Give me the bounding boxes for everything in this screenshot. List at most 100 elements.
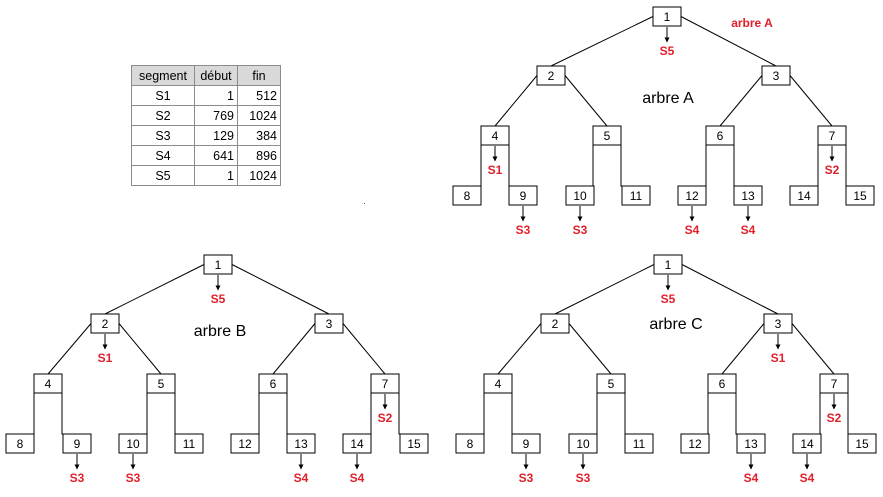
tree-edge (494, 75, 538, 127)
node-label: 5 (158, 377, 165, 391)
tree-edge (568, 323, 612, 375)
node-label: 2 (102, 317, 109, 331)
tree-edge (511, 393, 526, 435)
node-label: 14 (800, 437, 814, 451)
node-label: 7 (382, 377, 389, 391)
node-box (733, 185, 763, 206)
node-box (565, 185, 595, 206)
tree-edge (342, 323, 386, 375)
tree-edge (118, 323, 162, 375)
tree-node: 10 (568, 433, 598, 454)
tree-edge (554, 264, 655, 315)
tree-edge (789, 75, 833, 127)
node-box (792, 433, 822, 454)
node-label: 9 (520, 189, 527, 203)
segment-marker: S5 (211, 275, 226, 306)
node-label: 11 (183, 437, 196, 451)
node-label: 1 (664, 10, 671, 24)
tree-edge (583, 393, 598, 435)
stray-dot (364, 203, 365, 204)
node-box (621, 185, 651, 206)
segment-marker: S3 (126, 454, 141, 485)
tree-node: 7 (370, 373, 400, 394)
node-box (174, 433, 204, 454)
node-label: 4 (45, 377, 52, 391)
cell-debut: 1 (194, 165, 238, 186)
table-row: S5 1 1024 (131, 165, 281, 186)
tree-node: 11 (621, 185, 651, 206)
segment-marker: S2 (378, 394, 393, 425)
tree-edges (470, 264, 862, 435)
header-segment: segment (131, 65, 195, 86)
node-box (370, 373, 400, 394)
node-box (90, 313, 120, 334)
node-box (819, 373, 849, 394)
tree-corner-label: arbre A (731, 16, 773, 30)
node-box (680, 433, 710, 454)
segment-marker: S3 (70, 454, 85, 485)
tree-node: 9 (62, 433, 92, 454)
tree-node: 13 (733, 185, 763, 206)
segment-label: S3 (573, 223, 588, 237)
segment-marker: S4 (744, 454, 759, 485)
node-box (592, 125, 622, 146)
segment-label: S3 (126, 471, 141, 485)
node-box (508, 185, 538, 206)
tree-edge (61, 393, 77, 435)
tree-node: 10 (565, 185, 595, 206)
tree-edge (719, 75, 763, 127)
header-debut: début (194, 65, 238, 86)
tree-node: 14 (789, 185, 819, 206)
node-label: 8 (464, 189, 471, 203)
tree-edge (174, 393, 189, 435)
node-box (817, 125, 847, 146)
segment-label: S2 (827, 411, 842, 425)
node-box (845, 185, 875, 206)
node-box (596, 373, 626, 394)
tree-node: 7 (817, 125, 847, 146)
node-box (705, 125, 735, 146)
tree-edge (564, 75, 608, 127)
node-box (399, 433, 429, 454)
segment-marker: S4 (685, 206, 700, 237)
segment-label: S4 (741, 223, 756, 237)
node-box (652, 6, 682, 27)
tree-edge (398, 393, 414, 435)
tree-node: 8 (452, 185, 482, 206)
node-box (653, 254, 683, 275)
table-row: S2 769 1024 (131, 105, 281, 126)
tree-node: 15 (399, 433, 429, 454)
node-box (5, 433, 35, 454)
node-label: 10 (573, 189, 587, 203)
segment-label: S5 (211, 292, 226, 306)
node-box (511, 433, 541, 454)
segment-label: S5 (660, 44, 675, 58)
node-box (314, 313, 344, 334)
tree-node: 2 (536, 65, 566, 86)
tree-node: 11 (624, 433, 654, 454)
tree-node: 4 (483, 373, 513, 394)
tree-node: 9 (511, 433, 541, 454)
node-box (568, 433, 598, 454)
tree-node: 3 (314, 313, 344, 334)
node-label: 3 (775, 317, 782, 331)
segment-marker: S4 (350, 454, 365, 485)
tree-edge (681, 264, 779, 315)
tree-edge (286, 393, 301, 435)
cell-segment: S1 (131, 85, 195, 106)
node-box (62, 433, 92, 454)
segment-label: S4 (800, 471, 815, 485)
node-box (258, 373, 288, 394)
tree-edge (20, 393, 35, 435)
table-row: S3 129 384 (131, 125, 281, 146)
tree-node: 5 (146, 373, 176, 394)
tree-node: 8 (5, 433, 35, 454)
tree-node: 12 (680, 433, 710, 454)
tree-edge (735, 393, 751, 435)
tree-node: 12 (677, 185, 707, 206)
node-label: 2 (548, 69, 555, 83)
tree-edge (508, 145, 523, 187)
node-label: 2 (552, 317, 559, 331)
node-label: 6 (717, 129, 724, 143)
